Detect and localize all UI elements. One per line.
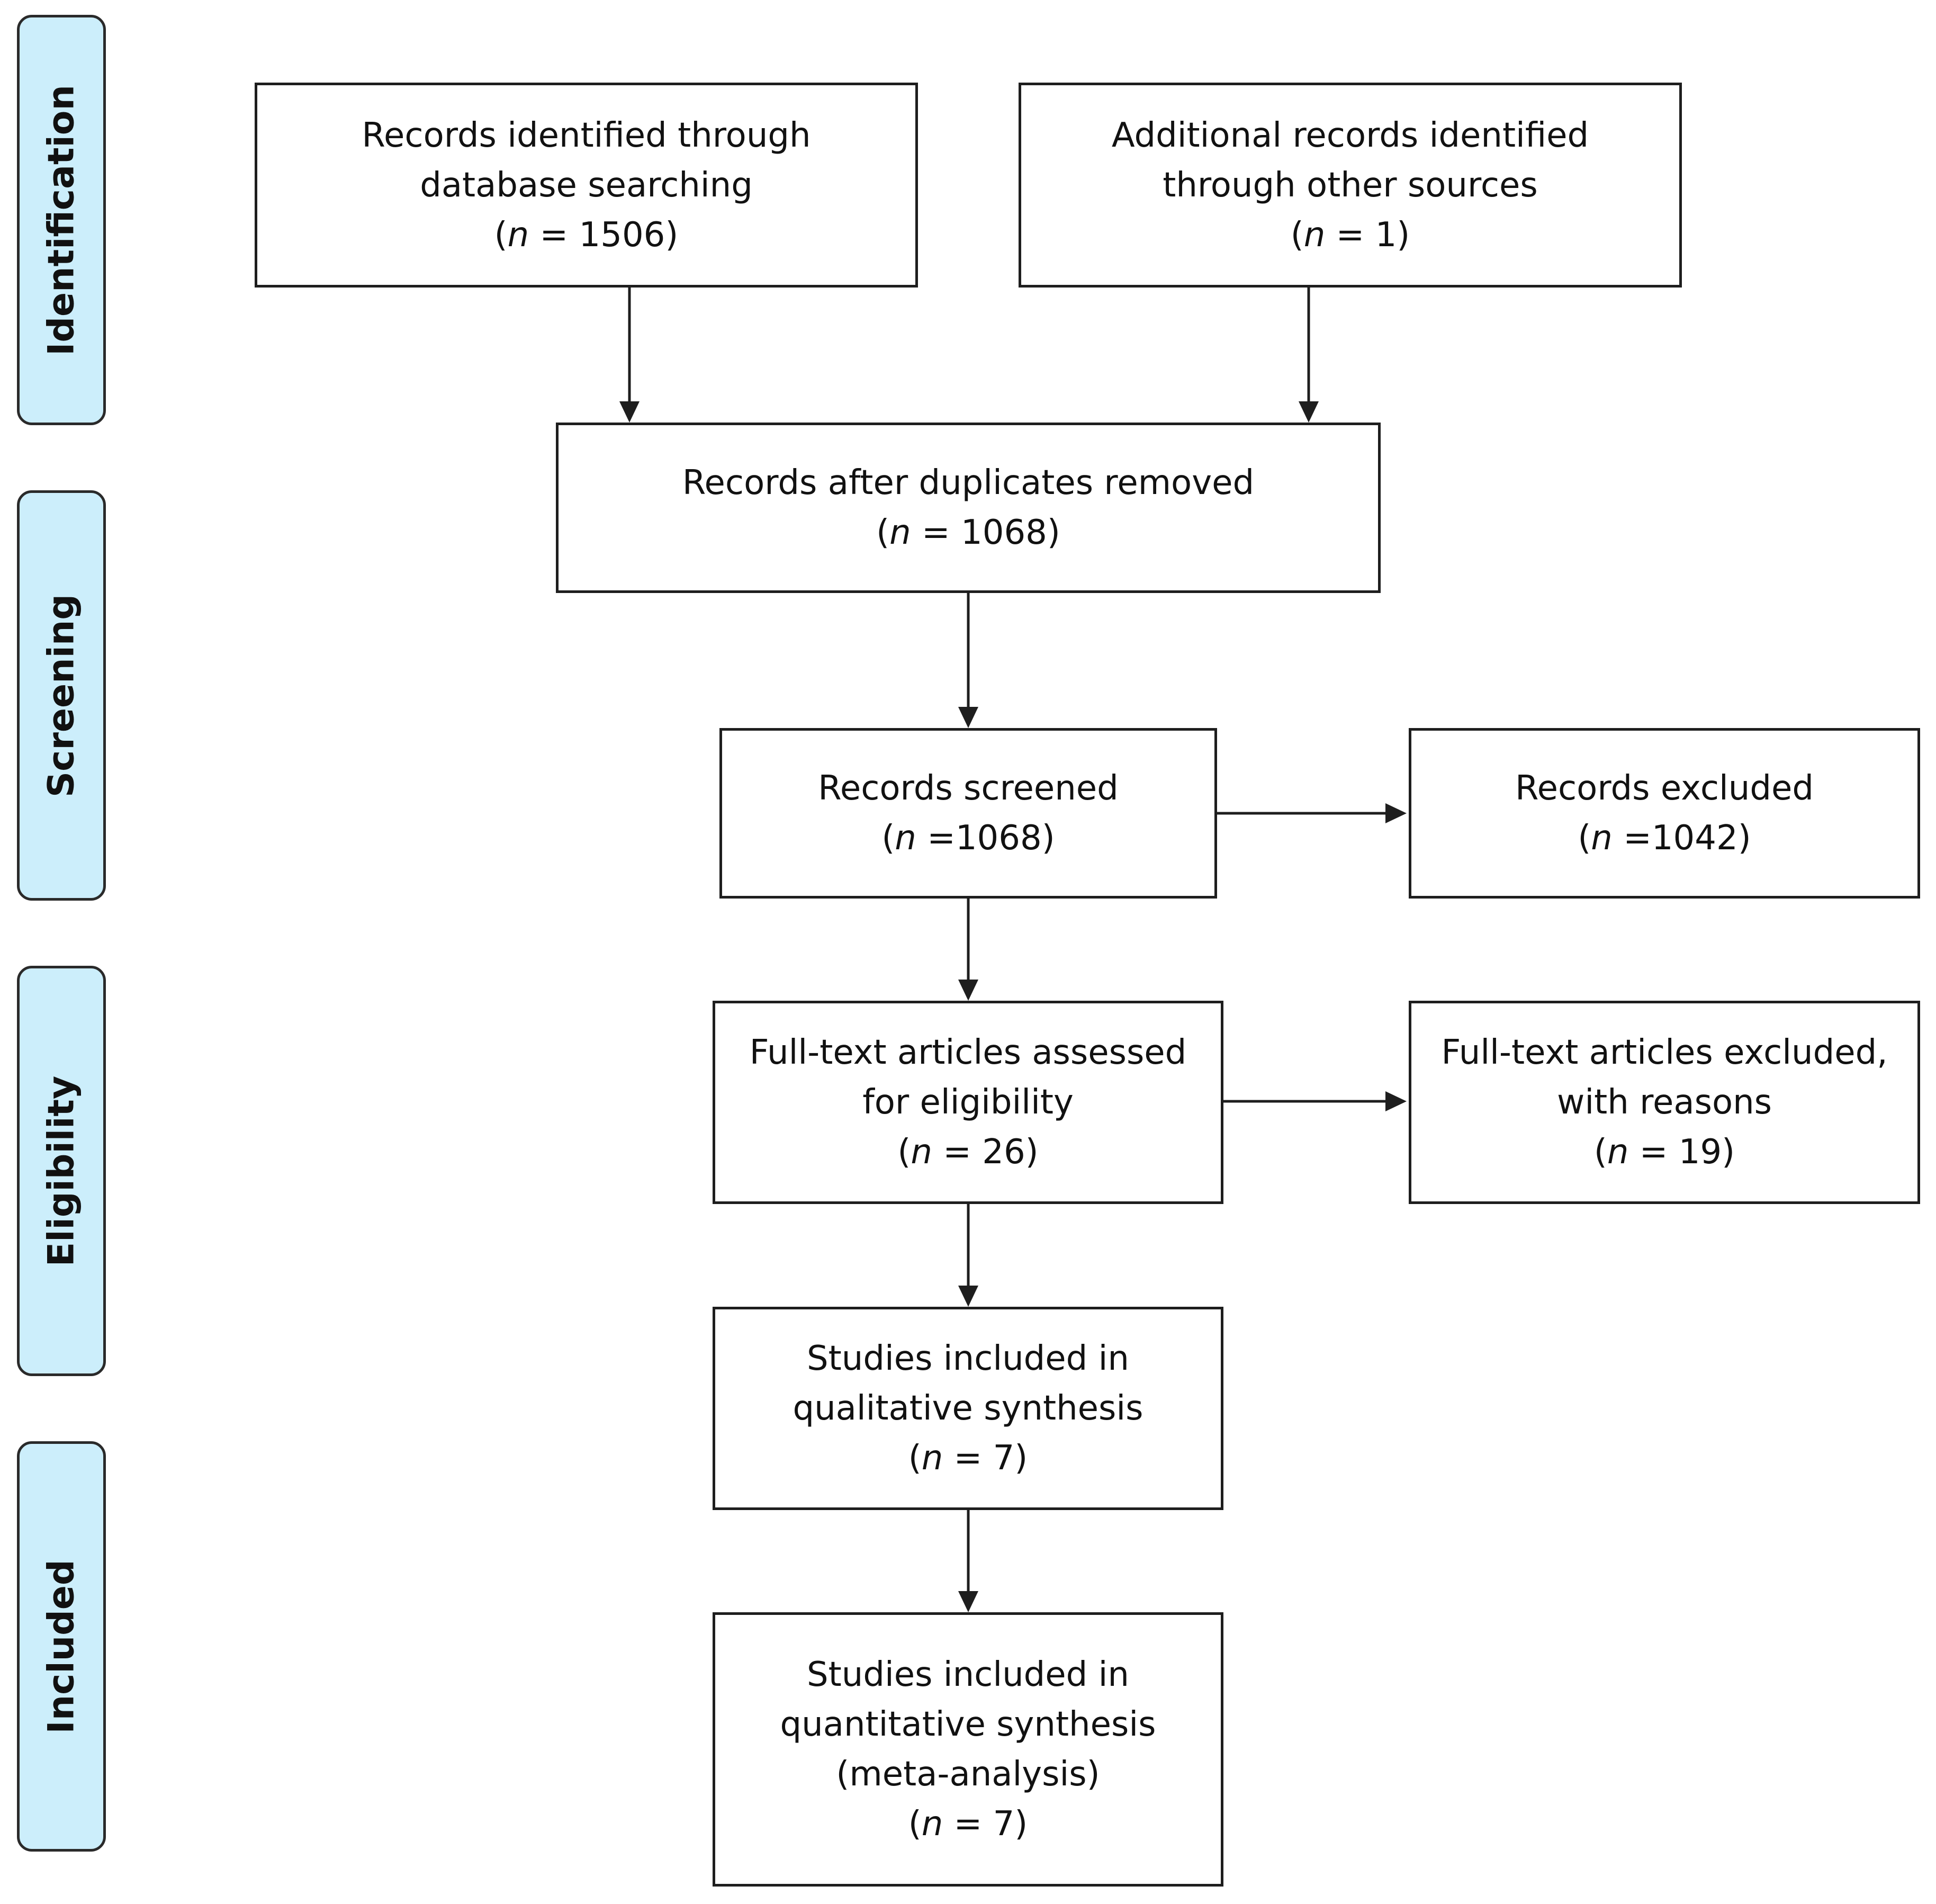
- box-count: (n = 1506): [494, 215, 679, 255]
- box-text-line: Records identified through: [362, 115, 811, 155]
- phase-identification: Identification: [17, 15, 106, 425]
- box-count: (n = 1): [1290, 215, 1410, 255]
- phase-included: Included: [17, 1441, 106, 1852]
- arrowhead: [958, 1591, 978, 1612]
- box-records-database-searching: Records identified through database sear…: [255, 83, 918, 288]
- box-count: (n =1042): [1578, 819, 1751, 858]
- box-count: (n = 7): [908, 1439, 1028, 1478]
- box-count: (n = 19): [1593, 1133, 1735, 1172]
- box-records-screened: Records screened (n =1068): [719, 728, 1217, 899]
- box-text-line: Additional records identified: [1111, 115, 1589, 155]
- box-text-line: Full-text articles excluded,: [1441, 1033, 1888, 1072]
- box-text-line: qualitative synthesis: [793, 1389, 1143, 1428]
- box-text-line: database searching: [420, 165, 753, 205]
- arrowhead: [1299, 401, 1319, 423]
- box-count: (n = 7): [908, 1804, 1028, 1844]
- box-additional-records-other-sources: Additional records identified through ot…: [1019, 83, 1682, 288]
- box-count: (n = 1068): [876, 513, 1060, 552]
- box-text-line: Records screened: [818, 769, 1119, 808]
- arrowhead: [619, 401, 640, 423]
- box-quantitative-synthesis: Studies included in quantitative synthes…: [713, 1612, 1223, 1887]
- box-text-line: Records excluded: [1515, 769, 1814, 808]
- box-full-text-assessed: Full-text articles assessed for eligibil…: [713, 1001, 1223, 1204]
- box-text-line: Studies included in: [807, 1655, 1129, 1694]
- box-qualitative-synthesis: Studies included in qualitative synthesi…: [713, 1307, 1223, 1510]
- box-full-text-excluded: Full-text articles excluded, with reason…: [1409, 1001, 1920, 1204]
- arrowhead: [1385, 803, 1407, 823]
- box-text-line: quantitative synthesis: [780, 1705, 1156, 1744]
- box-text-line: (meta-analysis): [836, 1755, 1100, 1794]
- arrowhead: [1385, 1091, 1407, 1111]
- arrowhead: [958, 1286, 978, 1307]
- box-count: (n =1068): [881, 819, 1055, 858]
- box-text-line: for eligibility: [862, 1083, 1074, 1122]
- box-text-line: Studies included in: [807, 1339, 1129, 1378]
- phase-eligibility: Eligibility: [17, 966, 106, 1376]
- box-text-line: with reasons: [1556, 1083, 1772, 1122]
- box-count: (n = 26): [897, 1133, 1039, 1172]
- box-text-line: Records after duplicates removed: [682, 463, 1255, 502]
- arrowhead: [958, 707, 978, 728]
- box-records-excluded: Records excluded (n =1042): [1409, 728, 1920, 899]
- box-text-line: through other sources: [1163, 165, 1538, 205]
- arrowhead: [958, 980, 978, 1001]
- phase-screening: Screening: [17, 490, 106, 901]
- box-records-after-duplicates-removed: Records after duplicates removed (n = 10…: [556, 423, 1381, 593]
- box-text-line: Full-text articles assessed: [749, 1033, 1187, 1072]
